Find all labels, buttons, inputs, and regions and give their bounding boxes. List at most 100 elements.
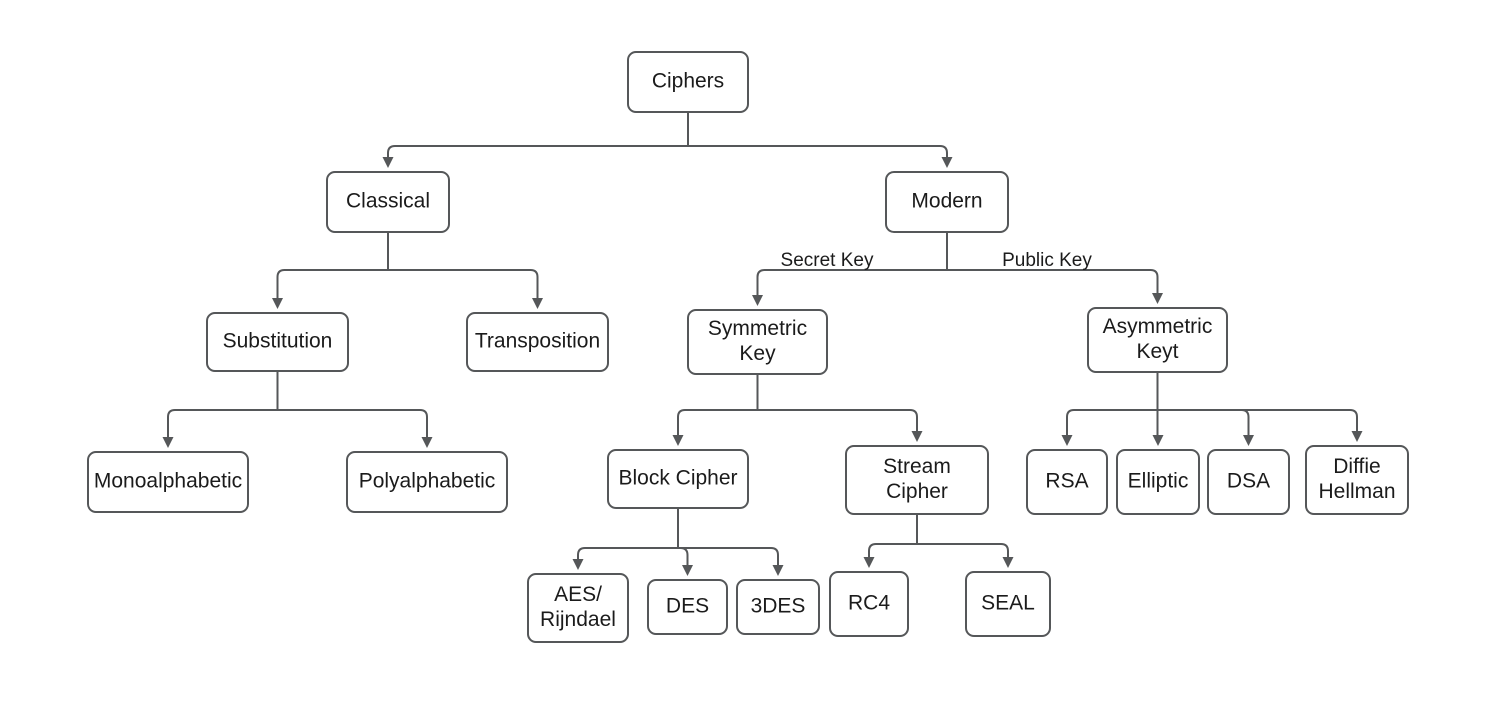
node-modern[interactable]: Modern (885, 171, 1009, 233)
node-label-symmetric: Key (739, 342, 776, 365)
arrowhead-substitution (272, 298, 283, 309)
node-label-aes: Rijndael (540, 608, 616, 631)
node-rsa[interactable]: RSA (1026, 449, 1108, 515)
node-box-rsa[interactable] (1026, 449, 1108, 515)
arrowhead-elliptic (1152, 435, 1164, 446)
edge-group-streamcipher (863, 514, 1014, 568)
edge-group-substitution (162, 371, 433, 448)
node-box-diffiehellman[interactable] (1305, 445, 1409, 515)
arrowhead-monoalphabetic (162, 437, 174, 448)
arrowhead-blockcipher (672, 435, 684, 446)
edge-modern-to-asymmetric (947, 269, 1159, 293)
edge-group-classical (272, 232, 543, 309)
node-box-monoalphabetic[interactable] (87, 451, 249, 513)
node-label-diffiehellman: Hellman (1318, 480, 1395, 503)
arrowhead-polyalphabetic (421, 437, 433, 448)
node-label-des: DES (666, 595, 709, 618)
node-label-elliptic: Elliptic (1128, 470, 1189, 493)
edge-group-ciphers (382, 112, 953, 168)
node-label-asymmetric: Asymmetric (1103, 315, 1213, 338)
node-box-des[interactable] (647, 579, 728, 635)
node-transposition[interactable]: Transposition (466, 312, 609, 372)
node-label-monoalphabetic: Monoalphabetic (94, 470, 242, 493)
node-seal[interactable]: SEAL (965, 571, 1051, 637)
edge-group-modern (752, 232, 1163, 306)
arrowhead-des (682, 565, 693, 576)
arrowhead-rc4 (863, 557, 875, 568)
node-box-blockcipher[interactable] (607, 449, 749, 509)
node-box-dsa[interactable] (1207, 449, 1290, 515)
edge-classical-to-substitution (276, 269, 388, 298)
node-label-polyalphabetic: Polyalphabetic (359, 470, 496, 493)
node-label-symmetric: Symmetric (708, 317, 807, 340)
node-box-ciphers[interactable] (627, 51, 749, 113)
node-dsa[interactable]: DSA (1207, 449, 1290, 515)
node-polyalphabetic[interactable]: Polyalphabetic (346, 451, 508, 513)
node-box-rc4[interactable] (829, 571, 909, 637)
edge-ciphers-to-classical (387, 145, 688, 157)
node-label-ciphers: Ciphers (652, 70, 724, 93)
edge-substitution-to-polyalphabetic (277, 409, 428, 437)
arrowhead-aes (572, 559, 584, 570)
node-box-substitution[interactable] (206, 312, 349, 372)
node-blockcipher[interactable]: Block Cipher (607, 449, 749, 509)
node-label-streamcipher: Stream (883, 455, 951, 478)
node-label-seal: SEAL (981, 592, 1035, 615)
node-rc4[interactable]: RC4 (829, 571, 909, 637)
arrowhead-dsa (1243, 435, 1254, 446)
node-label-streamcipher: Cipher (886, 480, 948, 503)
node-box-elliptic[interactable] (1116, 449, 1200, 515)
arrowhead-rsa (1061, 435, 1073, 446)
node-box-polyalphabetic[interactable] (346, 451, 508, 513)
edge-layer (162, 112, 1363, 576)
node-label-rc4: RC4 (848, 592, 890, 615)
node-3des[interactable]: 3DES (736, 579, 820, 635)
edge-label-public-key: Public Key (1002, 250, 1092, 271)
node-box-streamcipher[interactable] (845, 445, 989, 515)
node-label-aes: AES/ (554, 583, 602, 606)
node-classical[interactable]: Classical (326, 171, 450, 233)
node-box-transposition[interactable] (466, 312, 609, 372)
node-monoalphabetic[interactable]: Monoalphabetic (87, 451, 249, 513)
edge-ciphers-to-modern (688, 145, 948, 157)
node-aes[interactable]: AES/Rijndael (527, 573, 629, 643)
edge-blockcipher-to-des (678, 547, 689, 565)
arrowhead-transposition (532, 298, 543, 309)
node-elliptic[interactable]: Elliptic (1116, 449, 1200, 515)
edge-asymmetric-to-diffiehellman (1157, 409, 1358, 431)
node-label-substitution: Substitution (223, 330, 333, 353)
node-box-asymmetric[interactable] (1087, 307, 1228, 373)
edge-classical-to-transposition (388, 269, 539, 298)
node-substitution[interactable]: Substitution (206, 312, 349, 372)
node-box-symmetric[interactable] (687, 309, 828, 375)
edge-streamcipher-to-rc4 (868, 543, 917, 557)
edge-group-asymmetric (1061, 372, 1363, 446)
arrowhead-3des (772, 565, 784, 576)
node-label-rsa: RSA (1045, 470, 1088, 493)
edge-group-blockcipher (572, 508, 784, 576)
edge-streamcipher-to-seal (917, 543, 1009, 557)
edge-blockcipher-to-3des (678, 547, 779, 565)
node-ciphers[interactable]: Ciphers (627, 51, 749, 113)
node-box-classical[interactable] (326, 171, 450, 233)
arrowhead-seal (1002, 557, 1014, 568)
node-label-asymmetric: Keyt (1136, 340, 1178, 363)
node-box-aes[interactable] (527, 573, 629, 643)
node-box-modern[interactable] (885, 171, 1009, 233)
arrowhead-symmetric (752, 295, 763, 306)
node-box-3des[interactable] (736, 579, 820, 635)
edge-substitution-to-monoalphabetic (167, 409, 278, 437)
node-box-seal[interactable] (965, 571, 1051, 637)
node-label-blockcipher: Block Cipher (618, 467, 737, 490)
edge-modern-to-symmetric (756, 269, 947, 295)
edge-asymmetric-to-dsa (1157, 409, 1250, 435)
node-des[interactable]: DES (647, 579, 728, 635)
node-label-modern: Modern (911, 190, 982, 213)
edge-group-symmetric (672, 374, 923, 446)
